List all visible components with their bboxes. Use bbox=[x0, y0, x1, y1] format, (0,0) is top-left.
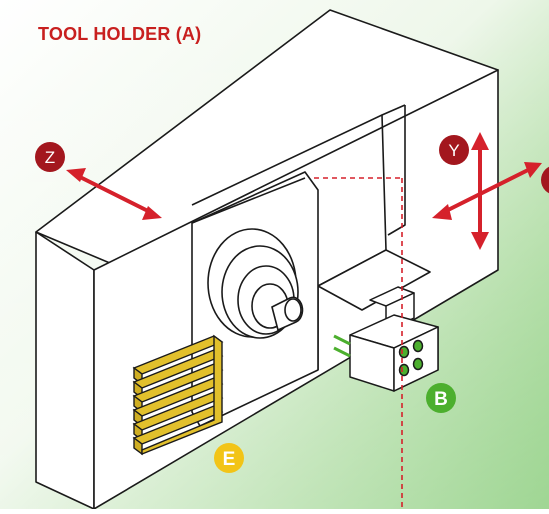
dashed-guides bbox=[314, 177, 403, 509]
x-arrowhead-right bbox=[524, 162, 542, 178]
spindle bbox=[207, 228, 304, 339]
connector-rear-pin-1 bbox=[333, 334, 351, 346]
contacts-e-badge bbox=[214, 443, 244, 473]
y-axis-label: Y bbox=[448, 141, 459, 160]
cross-axis-arrow bbox=[432, 132, 542, 250]
y-arrowhead-top bbox=[471, 132, 489, 150]
x-arrowhead-left bbox=[432, 204, 452, 220]
contact-strip-base bbox=[141, 334, 223, 456]
recess-back-edge bbox=[381, 104, 406, 116]
z-axis-label: Z bbox=[45, 148, 55, 167]
z-arrowhead-start bbox=[66, 168, 86, 182]
contacts-e-label: E bbox=[223, 449, 236, 470]
z-axis-badge bbox=[35, 142, 65, 172]
connector-pin-4 bbox=[412, 357, 424, 371]
connector-pin-2 bbox=[412, 339, 424, 353]
connector-pin-1 bbox=[398, 345, 410, 359]
mount-plate-top bbox=[191, 177, 306, 224]
diagram-title: TOOL HOLDER (A) bbox=[38, 24, 202, 44]
block-left-face bbox=[35, 231, 95, 510]
z-arrowhead-end bbox=[142, 206, 162, 220]
y-arrowhead-bottom bbox=[471, 232, 489, 250]
y-axis-badge bbox=[439, 135, 469, 165]
z-axis-arrow bbox=[66, 168, 162, 220]
contact-strips-e bbox=[132, 334, 224, 456]
connector-rear-pin-2 bbox=[333, 346, 351, 358]
x-arrow-shaft bbox=[443, 168, 529, 214]
connector-b-label: B bbox=[434, 389, 448, 410]
recess-inner-edge bbox=[387, 105, 406, 236]
x-axis-badge bbox=[541, 166, 549, 194]
ledge-face bbox=[317, 249, 431, 311]
spindle-pin-tip bbox=[284, 298, 302, 322]
connector-pin-3 bbox=[398, 363, 410, 377]
connector-b-badge bbox=[426, 383, 456, 413]
connector-b bbox=[333, 286, 439, 392]
